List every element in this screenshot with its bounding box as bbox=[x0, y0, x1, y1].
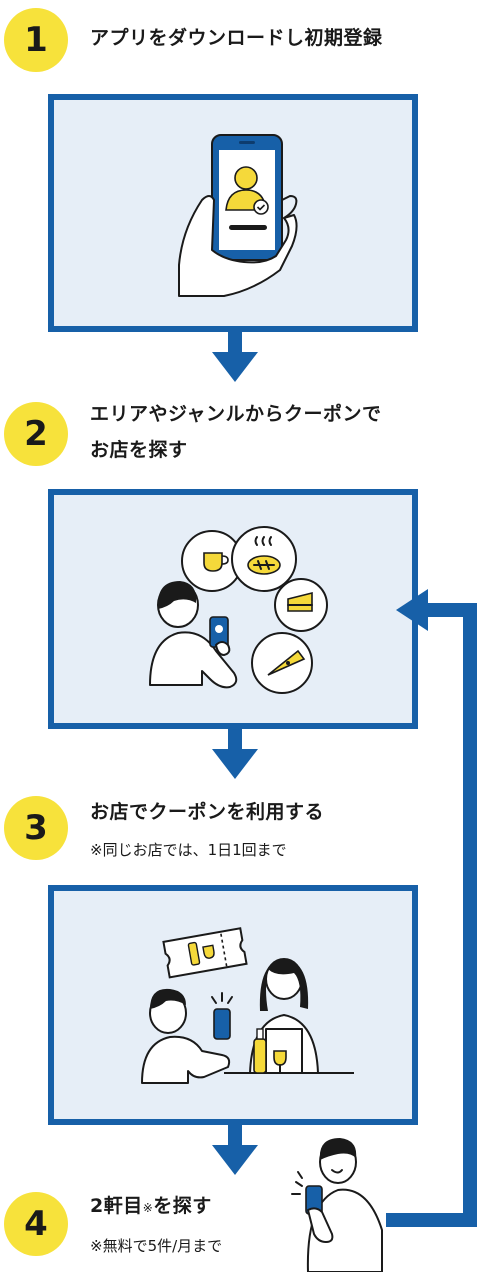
step-4-badge: 4 bbox=[4, 1192, 68, 1256]
search-illustration bbox=[149, 526, 328, 694]
step-3-number: 3 bbox=[24, 808, 48, 848]
loop-arrow-icon bbox=[386, 589, 477, 1227]
second-shop-illustration bbox=[291, 1138, 383, 1272]
step-3-title: お店でクーポンを利用する bbox=[90, 801, 325, 823]
step-4-title-mark: ※ bbox=[142, 1201, 154, 1215]
down-arrow-icon bbox=[212, 1125, 258, 1175]
step-3-note: ※同じお店では、1日1回まで bbox=[90, 841, 287, 859]
step-2-badge: 2 bbox=[4, 402, 68, 466]
step-4-title-rest: を探す bbox=[153, 1195, 212, 1217]
step-2-title-line-2: お店を探す bbox=[90, 439, 188, 461]
down-arrow-icon bbox=[212, 332, 258, 382]
step-1-badge: 1 bbox=[4, 8, 68, 72]
step-4-title-main: 2軒目 bbox=[90, 1195, 143, 1217]
step-3-badge: 3 bbox=[4, 796, 68, 860]
step-1-panel bbox=[48, 94, 418, 332]
step-4-number: 4 bbox=[24, 1204, 48, 1244]
phone-registration-illustration bbox=[178, 134, 298, 297]
step-4-note: ※無料で5件/月まで bbox=[90, 1237, 223, 1255]
step-1-title: アプリをダウンロードし初期登録 bbox=[90, 27, 383, 49]
step-3-panel bbox=[48, 885, 418, 1125]
step-2-panel bbox=[48, 489, 418, 729]
step-2-title: エリアやジャンルからクーポンで お店を探す bbox=[90, 396, 382, 468]
coupon-use-illustration bbox=[141, 927, 354, 1084]
step-4-title: 2軒目※を探す bbox=[90, 1188, 212, 1226]
step-2-title-line-1: エリアやジャンルからクーポンで bbox=[90, 403, 382, 425]
step-2-number: 2 bbox=[24, 414, 48, 454]
down-arrow-icon bbox=[212, 729, 258, 779]
step-1-number: 1 bbox=[24, 20, 48, 60]
